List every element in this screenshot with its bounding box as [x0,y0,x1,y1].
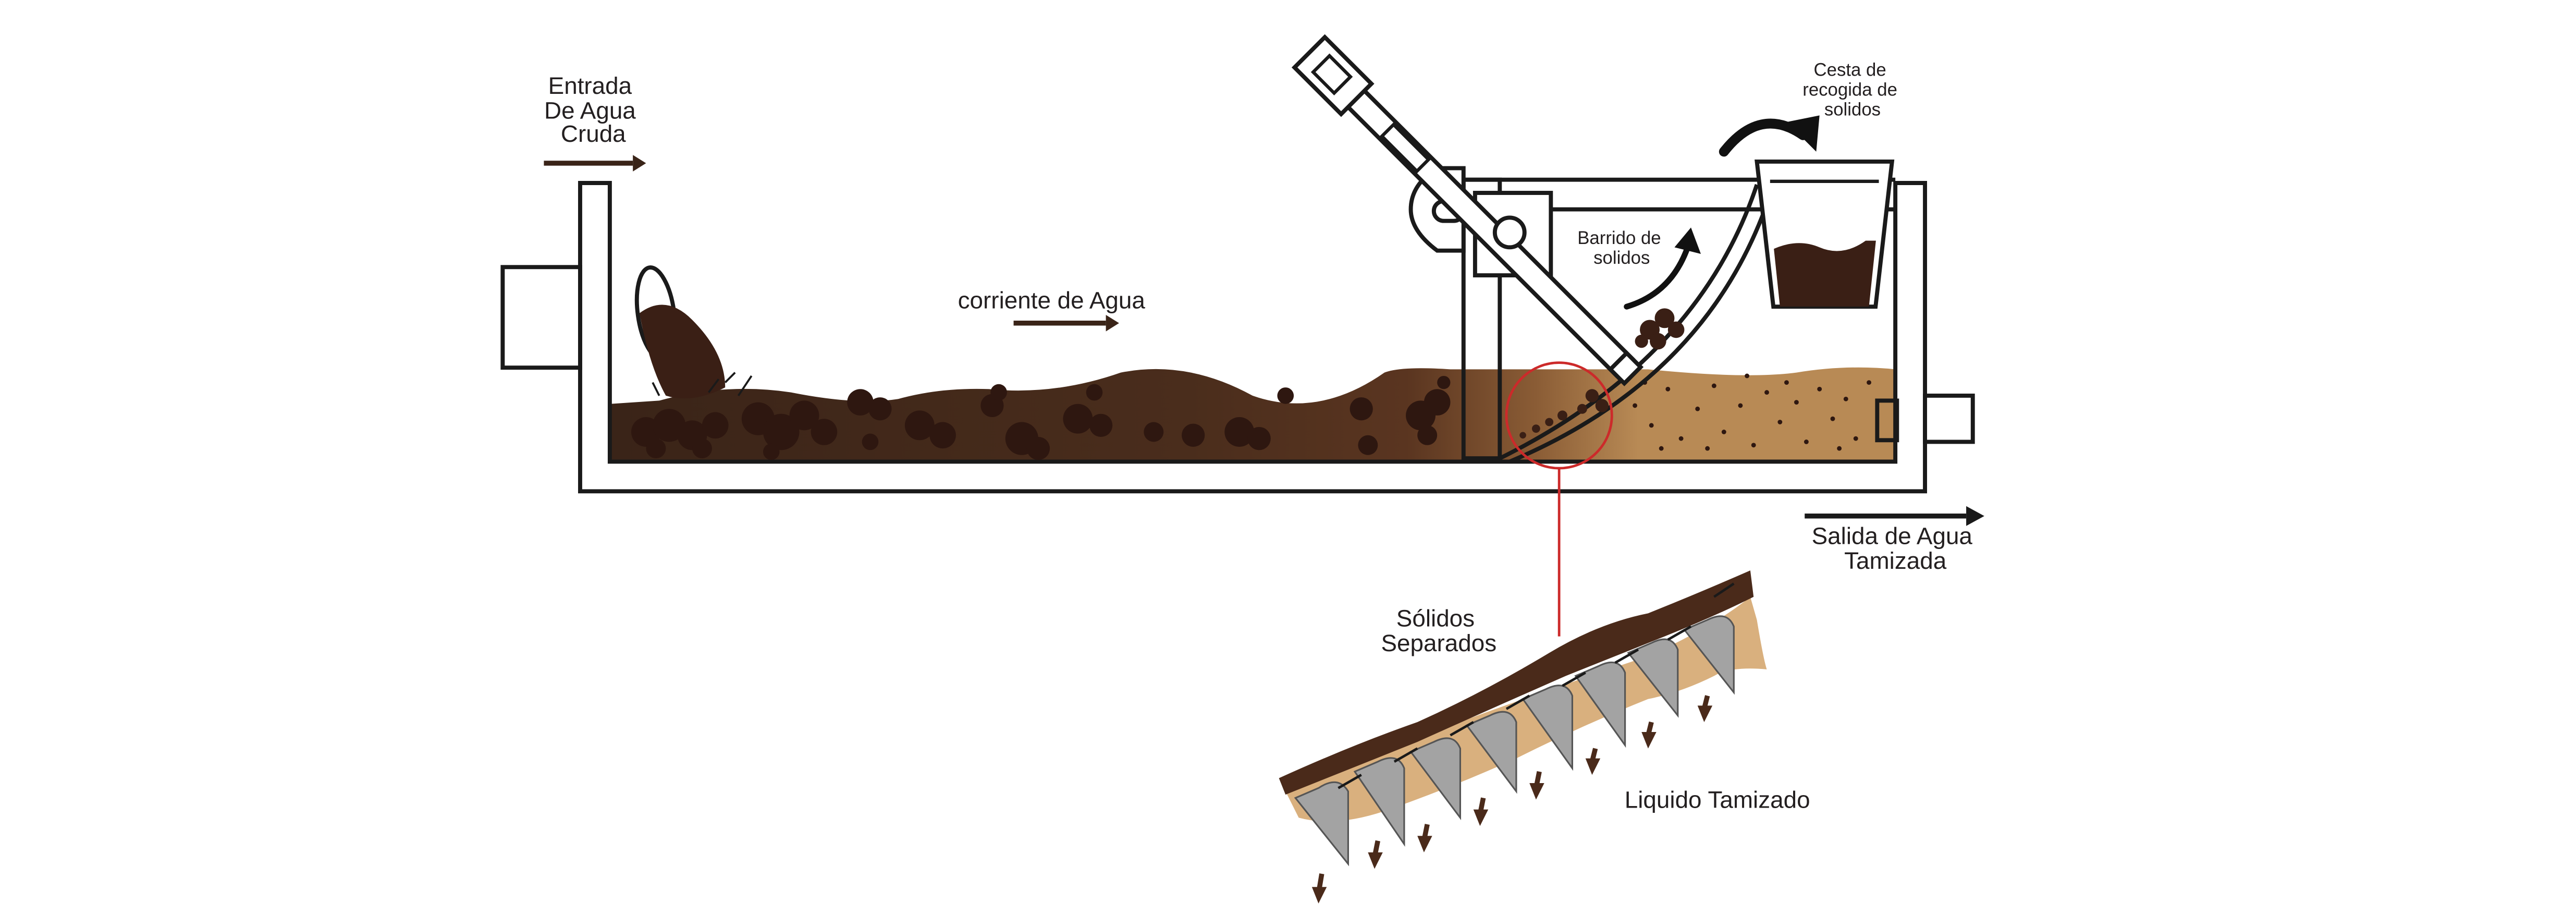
outlet-label: Salida de Agua Tamizada [1812,523,1979,574]
screen-detail [1279,570,1767,904]
drive-pulley [1492,215,1527,250]
arrows [544,155,1984,526]
inlet-label: Entrada De Agua Cruda [544,72,643,147]
solids-particles [631,375,1451,460]
labels: Entrada De Agua Cruda corriente de Agua … [544,60,1979,813]
inlet-pour [639,304,726,399]
detail-callout [1505,361,1613,637]
sweep-arrow-icon [1624,227,1701,310]
detail-flow-arrows [1338,582,1735,789]
outlet-pipe [1923,393,1975,444]
rake-arm [1291,34,1644,386]
inlet-pipe [500,265,582,370]
stream-arrow-icon [1013,314,1119,332]
outlet-arrow-icon [1805,506,1984,526]
inlet-flow [634,265,753,399]
detail-solids-layer [1279,570,1754,795]
drip-arrows [1311,695,1713,904]
basket-arrow-icon [1719,115,1820,157]
outlet-flange [1875,398,1899,443]
separated-solids-label: Sólidos Separados [1381,605,1496,656]
screen-bars [1294,615,1735,867]
screen-unit [1291,34,1896,464]
tank-wall [578,181,1928,494]
stream-label: corriente de Agua [958,287,1146,313]
sweep-label: Barrido de solidos [1577,228,1666,268]
swept-solids [1635,308,1685,350]
filtered-liquid-label: Liquido Tamizado [1625,786,1810,813]
solids-basket [1755,159,1895,309]
detail-liquid [1285,596,1767,822]
screen-base-solids [1519,389,1609,439]
basket-label: Cesta de recogida de solidos [1802,60,1902,119]
filtered-particles [1633,373,1871,451]
basket-solids [1770,240,1882,307]
inlet-arrow-icon [544,155,646,172]
inlet-splash [652,372,753,396]
